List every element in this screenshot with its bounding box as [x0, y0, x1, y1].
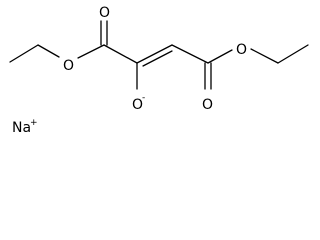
atom-labels-layer: O O O - O O Na + [12, 5, 247, 136]
bond-right-oxygen-methylene [250, 48, 279, 64]
bond-right-carbon-ester-oxygen [207, 49, 233, 64]
diagram-background [0, 0, 318, 136]
bond-right-methylene-methyl [277, 44, 309, 64]
bond-alkene-double-2 [142, 50, 173, 67]
bond-left-methylene-oxygen [37, 44, 60, 58]
atom-sodium: Na [12, 120, 31, 136]
atom-sodium-charge: + [30, 118, 38, 128]
bond-left-carbon-enol-carbon [103, 44, 138, 64]
atom-o-carbonyl-right: O [202, 97, 213, 113]
chemical-structure-diagram: O O O - O O Na + [0, 0, 318, 136]
bond-left-ester-oxygen-carbon [77, 44, 105, 59]
atom-o-ester-left: O [63, 58, 74, 74]
atom-o-ester-right: O [236, 42, 247, 58]
bond-alkene-right-carbon [171, 44, 209, 64]
bond-alkene-double-1 [136, 44, 173, 64]
atom-o-enolate-charge: - [142, 93, 145, 103]
atom-o-carbonyl-left: O [99, 5, 110, 21]
atom-o-enolate: O [132, 97, 143, 113]
bond-left-methyl-methylene [9, 44, 39, 63]
bonds-layer [9, 20, 309, 90]
